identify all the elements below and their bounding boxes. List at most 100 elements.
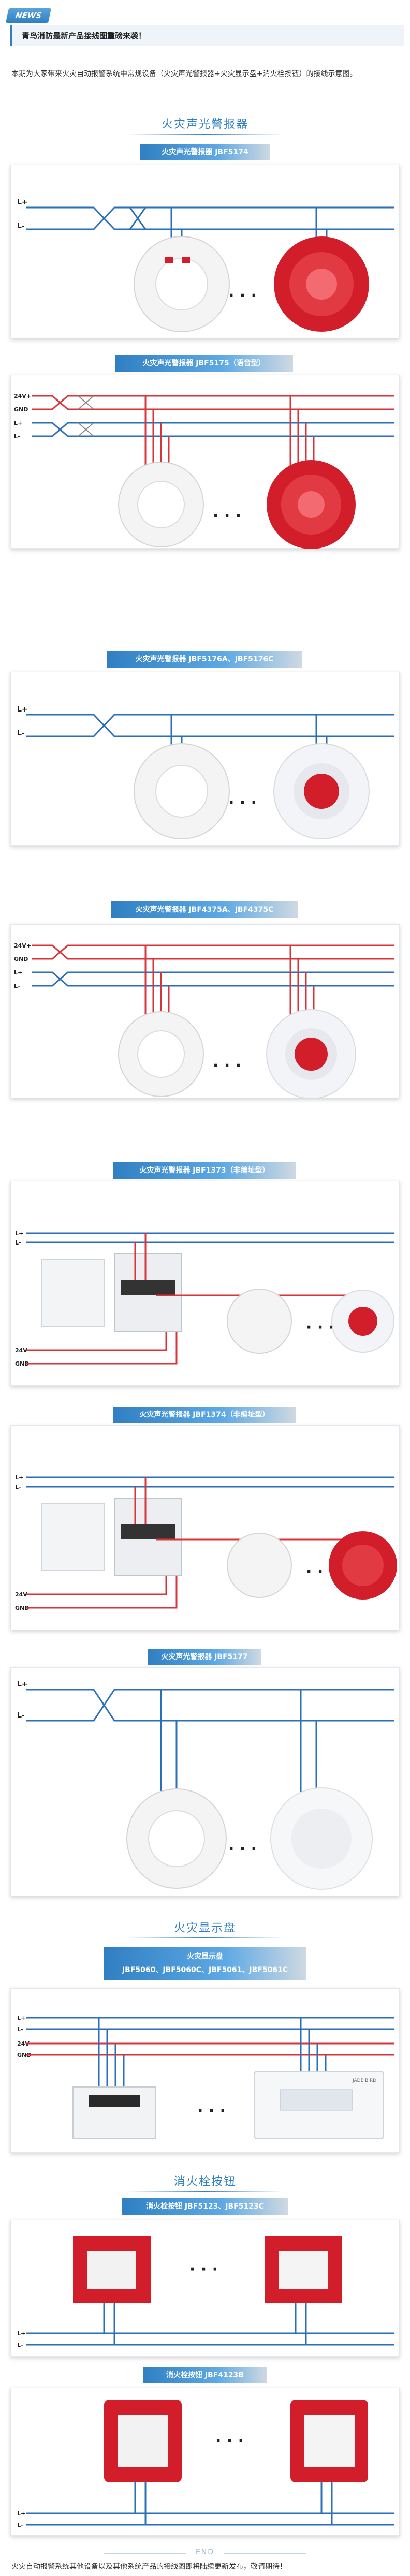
gnd-label: GND [15,1605,29,1611]
l-minus-label: L- [17,2026,23,2033]
power-wires [26,2042,394,2056]
gnd-label: GND [14,406,28,413]
diagram-jbf5123: · · · L+ L- [10,2220,400,2357]
section-title-display: 火灾显示盘 [173,1922,236,1935]
wiring-svg: · · · L+ L- [17,2400,394,2528]
l-minus-label: L- [17,1711,25,1720]
terminal-l2 [182,257,190,263]
display-terminal-block [89,2095,140,2107]
wiring-svg: · · · L+ L- [17,2236,394,2348]
diagram-jbf5177: L+ L- · · · [10,1667,400,1896]
wiring-svg: 24V+ GND L+ L- · · · [14,942,394,1099]
l-minus-label: L- [14,983,20,989]
bus-wire-plus [26,206,394,230]
branch-wires [144,396,315,484]
base-inner [155,258,208,310]
alarm-lens [295,1038,328,1071]
article-title: 青鸟消防最新产品接线图重磅来袭！ [22,31,147,40]
v24-label: 24V [15,1591,27,1598]
l-minus-label: L- [15,1239,21,1246]
base-inner [148,1810,205,1867]
branch-wires [103,2303,307,2345]
alarm-lens [348,1307,377,1336]
ellipsis: · · · [189,2260,218,2278]
label-jbf5174: 火灾声光警报器 JBF5174 [140,144,270,160]
l-plus-label: L+ [14,420,22,426]
power-wires [32,944,394,960]
bus-wires [26,2017,394,2030]
bus-wire-minus [26,1689,394,1722]
ellipsis: · · · [306,1319,334,1337]
label-jbf1373: 火灾声光警报器 JBF1373（非编址型） [113,1162,296,1179]
label-display-title: 火灾显示盘 [187,1952,223,1961]
base-inner [155,765,208,818]
diagram-jbf5176: L+ L- · · · [10,672,400,846]
alarm-lens [304,774,339,809]
l-plus-label: L+ [15,1230,23,1237]
news-header: NEWS 青鸟消防最新产品接线图重磅来袭！ [0,0,410,46]
base-inner [137,481,185,528]
l-plus-label: L+ [17,2330,25,2337]
label-jbf4375: 火灾声光警报器 JBF4375A、JBF4375C [111,901,298,918]
bus-wires [32,971,394,987]
wiring-svg: L+ L- 24V GND · · · [15,1230,394,1367]
l-minus-label: L- [17,2522,23,2528]
bus-wires [26,2512,394,2526]
branch-wires [144,945,315,1033]
ellipsis: · · · [228,1840,257,1858]
alarm-lens [342,1545,384,1586]
news-badge: NEWS [6,8,51,23]
control-module [41,1259,105,1327]
bus-wires [26,1476,394,1488]
branch-wires [160,1690,317,1808]
section-title-alarm: 火灾声光警报器 [161,118,248,131]
wiring-svg: L+ L- · · · [17,198,394,332]
label-display: 火灾显示盘 JBF5060、JBF5060C、JBF5061、JBF5061C [104,1947,306,1980]
bus-wire-minus [26,714,394,737]
base-device [227,1289,292,1354]
diagram-jbf4375: 24V+ GND L+ L- · · · [10,924,400,1099]
label-jbf1374: 火灾声光警报器 JBF1374（非编址型） [113,1407,296,1423]
diagram-jbf5174: L+ L- · · · [10,165,400,338]
ellipsis: · · · [215,2432,244,2450]
branch-wires [134,2482,333,2525]
label-jbf5175: 火灾声光警报器 JBF5175（语音型） [115,355,293,372]
terminal-strip [121,1524,175,1539]
branch-wires [134,1233,353,1300]
branch-wires [98,2018,327,2087]
l-minus-label: L- [17,222,25,230]
intro-paragraph: 本期为大家带来火灾自动报警系统中常规设备（火灾声光警报器+火灾显示盘+消火栓按钮… [11,70,357,78]
diagram-jbf5175: 24V+ GND L+ L- · · · [10,375,400,549]
hydrant-button-window [279,2251,328,2289]
diagram-jbf1374: L+ L- 24V GND · · · [10,1425,400,1630]
l-plus-label: L+ [15,1474,23,1481]
bus-wires [32,422,394,437]
section-divider [127,1937,283,1938]
section-title-hydrant: 消火栓按钮 [173,2175,236,2188]
gnd-label: GND [17,2052,31,2059]
display-screen [280,2089,353,2111]
diagram-display: L+ L- 24V GND · · · JADE BIRD [10,1988,400,2153]
terminal-strip [121,1280,175,1295]
label-jbf5177: 火灾声光警报器 JBF5177 [148,1649,261,1665]
ellipsis: · · · [213,1057,241,1075]
l-minus-label: L- [17,729,25,737]
v24-label: 24V [15,1347,27,1354]
wiring-svg: L+ L- 24V GND · · · JADE BIRD [17,2015,394,2139]
power-wires [32,395,394,410]
diagram-jbf4123b: · · · L+ L- [10,2388,400,2536]
terminal-l1 [165,257,173,263]
bus-wire-minus [26,206,394,230]
label-jbf4123b: 消火栓按钮 JBF4123B [143,2367,267,2383]
bus-cross [129,207,147,230]
bus-wire-plus [26,714,394,737]
ellipsis: · · · [228,287,257,305]
section-divider [127,134,283,135]
base-device [227,1533,292,1598]
display-brand: JADE BIRD [352,2078,376,2083]
label-jbf5123: 消火栓按钮 JBF5123、JBF5123C [122,2198,288,2215]
cross-marks [78,395,94,437]
end-line-left [104,2553,186,2554]
footer-note: 火灾自动报警系统其他设备以及其他系统产品的接线图即将陆续更新发布，敬请期待！ [11,2563,287,2571]
